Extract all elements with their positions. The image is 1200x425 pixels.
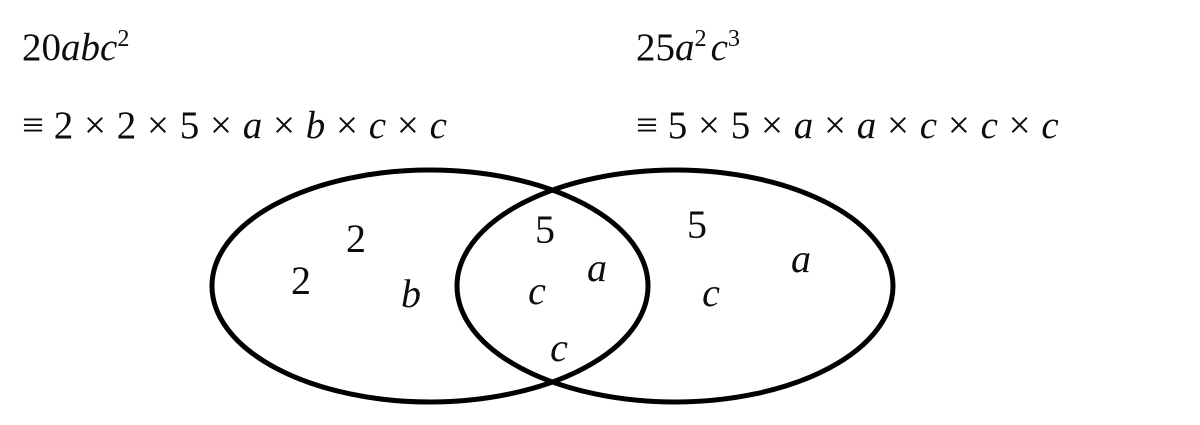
left-factor-5: b: [305, 104, 326, 147]
left-variables: abc: [61, 26, 118, 69]
right-factor-1: 5: [667, 104, 688, 147]
multiplication-icon: ×: [824, 104, 846, 147]
right-exponent-c: 3: [727, 25, 740, 52]
right-factor-3: a: [793, 104, 814, 147]
right-variable-a: a: [675, 26, 695, 69]
right-factor-7: c: [1041, 104, 1059, 147]
left-factor-2: 2: [116, 104, 137, 147]
multiplication-icon: ×: [698, 104, 720, 147]
left-factor-1: 2: [53, 104, 74, 147]
multiplication-icon: ×: [947, 104, 970, 147]
right-equivalence-symbol: ≡: [636, 104, 658, 147]
multiplication-icon: ×: [761, 104, 783, 147]
right-only-factor: c: [702, 270, 720, 315]
left-exponent: 2: [117, 25, 130, 52]
left-expression-heading: 20abc2: [22, 25, 130, 69]
left-set-ellipse: [209, 167, 651, 405]
multiplication-icon: ×: [210, 104, 232, 147]
right-factor-2: 5: [730, 104, 751, 147]
multiplication-icon: ×: [1008, 104, 1031, 147]
multiplication-icon: ×: [887, 104, 909, 147]
multiplication-icon: ×: [396, 104, 419, 147]
left-factor-7: c: [429, 104, 447, 147]
multiplication-icon: ×: [336, 104, 358, 147]
left-only-factor: 2: [291, 258, 311, 303]
multiplication-icon: ×: [273, 104, 295, 147]
right-only-factor: 5: [687, 202, 707, 247]
left-factor-3: 5: [179, 104, 200, 147]
right-expression-factorisation: ≡ 5 × 5 × a × a × c × c × c: [636, 106, 1059, 145]
right-exponent-a: 2: [694, 25, 707, 52]
intersection-factor: c: [528, 268, 546, 313]
venn-diagram: 2 2 b 5 a c c 5 a c: [0, 150, 1200, 425]
left-expression-factorisation: ≡ 2 × 2 × 5 × a × b × c × c: [22, 106, 447, 145]
right-factor-5: c: [919, 104, 938, 147]
left-only-factor: b: [401, 271, 421, 316]
right-variable-c: c: [710, 26, 728, 69]
right-set-ellipse: [454, 167, 896, 405]
multiplication-icon: ×: [147, 104, 169, 147]
right-factor-6: c: [980, 104, 998, 147]
right-factor-4: a: [856, 104, 877, 147]
intersection-factor: 5: [535, 207, 555, 252]
venn-diagram-svg: [209, 167, 896, 405]
right-only-factor: a: [791, 236, 811, 281]
left-factor-4: a: [242, 104, 263, 147]
left-only-factor: 2: [346, 216, 366, 261]
left-factor-6: c: [368, 104, 387, 147]
right-coefficient: 25: [636, 26, 675, 69]
left-coefficient: 20: [22, 26, 61, 69]
left-equivalence-symbol: ≡: [22, 104, 44, 147]
intersection-factor: a: [587, 245, 607, 290]
intersection-factor: c: [550, 325, 568, 370]
multiplication-icon: ×: [84, 104, 106, 147]
